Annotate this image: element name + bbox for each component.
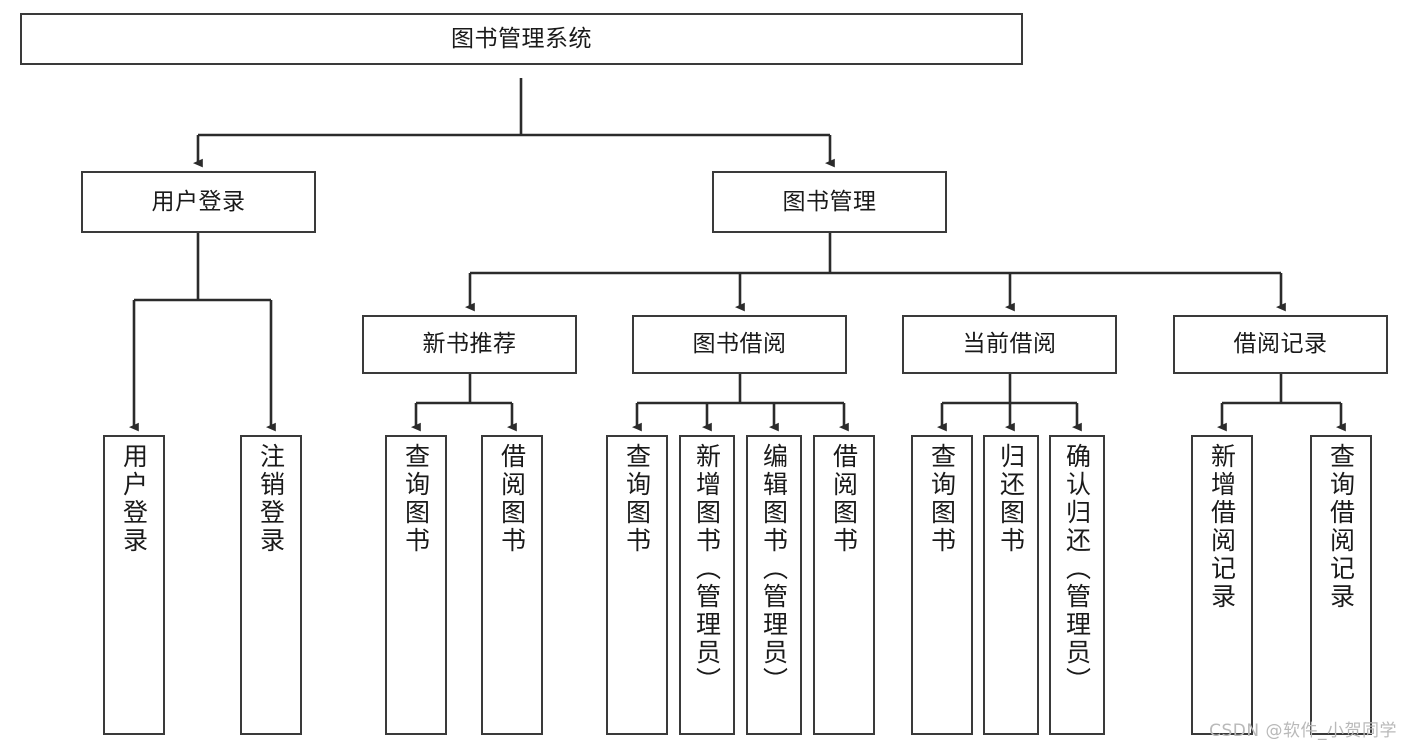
node-label: 编辑图书（管理员）	[759, 443, 789, 695]
node-label: 查询图书	[927, 443, 957, 555]
leaf-query-book-borrow[interactable]: 查询图书	[606, 435, 668, 735]
node-label: 新书推荐	[422, 331, 517, 358]
leaf-logout-login[interactable]: 注销登录	[240, 435, 302, 735]
node-label: 查询图书	[622, 443, 652, 555]
leaf-add-book-admin[interactable]: 新增图书（管理员）	[679, 435, 735, 735]
node-label: 新增借阅记录	[1207, 443, 1237, 611]
node-label: 查询图书	[401, 443, 431, 555]
leaf-borrow-book-recommend[interactable]: 借阅图书	[481, 435, 543, 735]
node-new-book-recommend[interactable]: 新书推荐	[362, 315, 577, 374]
node-current-borrow[interactable]: 当前借阅	[902, 315, 1117, 374]
leaf-confirm-return-admin[interactable]: 确认归还（管理员）	[1049, 435, 1105, 735]
leaf-return-book[interactable]: 归还图书	[983, 435, 1039, 735]
node-label: 图书管理	[782, 188, 877, 215]
node-label: 借阅记录	[1233, 331, 1328, 358]
leaf-query-borrow-record[interactable]: 查询借阅记录	[1310, 435, 1372, 735]
node-label: 借阅图书	[829, 443, 859, 555]
node-label: 当前借阅	[962, 331, 1057, 358]
node-label: 归还图书	[996, 443, 1026, 555]
node-label: 图书管理系统	[451, 25, 592, 52]
node-label: 用户登录	[151, 188, 246, 215]
leaf-query-book-current[interactable]: 查询图书	[911, 435, 973, 735]
leaf-query-book-recommend[interactable]: 查询图书	[385, 435, 447, 735]
leaf-add-borrow-record[interactable]: 新增借阅记录	[1191, 435, 1253, 735]
node-label: 图书借阅	[692, 331, 787, 358]
node-book-borrow[interactable]: 图书借阅	[632, 315, 847, 374]
node-root-system[interactable]: 图书管理系统	[20, 13, 1023, 65]
node-label: 用户登录	[119, 443, 149, 555]
node-label: 查询借阅记录	[1326, 443, 1356, 611]
node-label: 新增图书（管理员）	[692, 443, 722, 695]
node-user-login[interactable]: 用户登录	[81, 171, 316, 233]
node-label: 注销登录	[256, 443, 286, 555]
node-book-management[interactable]: 图书管理	[712, 171, 947, 233]
node-label: 确认归还（管理员）	[1062, 443, 1092, 695]
leaf-borrow-book[interactable]: 借阅图书	[813, 435, 875, 735]
leaf-edit-book-admin[interactable]: 编辑图书（管理员）	[746, 435, 802, 735]
watermark-text: CSDN @软件_小贺同学	[1209, 721, 1397, 741]
node-label: 借阅图书	[497, 443, 527, 555]
leaf-user-login[interactable]: 用户登录	[103, 435, 165, 735]
node-borrow-record[interactable]: 借阅记录	[1173, 315, 1388, 374]
